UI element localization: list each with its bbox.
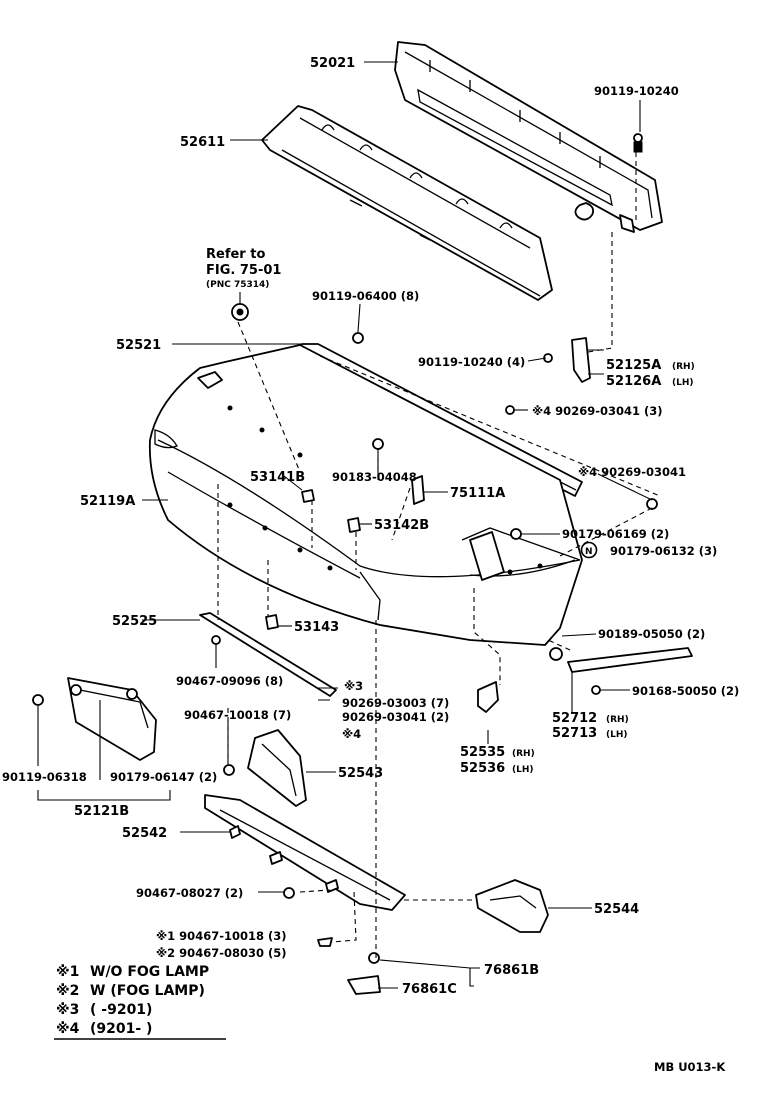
label-53143: 53143 (294, 620, 339, 635)
label-52611: 52611 (180, 135, 225, 150)
clip-76861b-icon (368, 952, 380, 964)
label-52126a-side: (LH) (672, 378, 694, 388)
label-52712: 52712 (552, 711, 597, 726)
legend-text-3: ( -9201) (90, 1002, 152, 1018)
bumper-cover-52119A (148, 344, 583, 646)
label-pnc-75314: (PNC 75314) (206, 280, 269, 290)
label-90269-03041-2-mark: ※4 (342, 727, 361, 741)
side-bracket (469, 531, 505, 581)
bracket-52543 (247, 729, 307, 807)
label-52125a-side: (RH) (672, 362, 695, 372)
label-52126a: 52126A (606, 374, 661, 389)
diagram-code: MB U013-K (654, 1060, 726, 1074)
label-90119-06318: 90119-06318 (2, 770, 87, 784)
label-90467-09096: 90467-09096 (8) (176, 674, 283, 688)
bracket-75111a-icon (411, 475, 425, 505)
legend: ※1 W/O FOG LAMP ※2 W (FOG LAMP) ※3 ( -92… (54, 964, 226, 1040)
clip-53141b-icon (301, 489, 315, 503)
label-90467-10018-3: ※1 90467-10018 (3) (156, 929, 287, 943)
label-90467-08030-5: ※2 90467-08030 (5) (156, 946, 287, 960)
label-90183-04048: 90183-04048 (332, 470, 417, 484)
cap-52544 (475, 879, 549, 933)
label-52021: 52021 (310, 56, 355, 71)
label-75111a: 75111A (450, 486, 505, 501)
label-52121b: 52121B (74, 804, 129, 819)
callout-labels: 52021 90119-10240 52611 Refer to FIG. 75… (2, 56, 739, 997)
leader-lines (37, 61, 653, 989)
label-refer-to: Refer to (206, 247, 265, 262)
plate-76861c (347, 975, 381, 995)
label-52536-side: (LH) (512, 765, 534, 775)
legend-mark-1: ※1 (56, 964, 79, 980)
label-52536: 52536 (460, 761, 505, 776)
label-53142b: 53142B (374, 518, 429, 533)
legend-mark-2: ※2 (56, 983, 79, 999)
label-90269-03003: 90269-03003 (7) (342, 696, 449, 710)
label-fig-75-01: FIG. 75-01 (206, 263, 281, 278)
nut-90189-icon (549, 647, 563, 661)
label-52535: 52535 (460, 745, 505, 760)
legend-text-4: (9201- ) (90, 1021, 152, 1037)
bracket-52121b (67, 677, 157, 761)
screw-90467-10018-icon (223, 764, 235, 776)
label-90168-50050: 90168-50050 (2) (632, 684, 739, 698)
label-90269-03041-b: ※4 90269-03041 (578, 465, 686, 479)
label-90179-06132: 90179-06132 (3) (610, 544, 717, 558)
label-90189-05050: 90189-05050 (2) (598, 627, 705, 641)
label-52119a: 52119A (80, 494, 135, 509)
label-90467-10018: 90467-10018 (7) (184, 708, 291, 722)
bracket-52125a (571, 337, 591, 383)
legend-text-2: W (FOG LAMP) (90, 983, 205, 999)
label-52713: 52713 (552, 726, 597, 741)
grommet-center-icon (236, 308, 244, 316)
reinforcement-52021 (394, 41, 663, 233)
absorber-52611 (261, 105, 553, 301)
screw-90467-08027-icon (283, 887, 295, 899)
label-52542: 52542 (122, 826, 167, 841)
label-53141b: 53141B (250, 470, 305, 485)
assembly-lines (217, 152, 661, 960)
stay-52712 (567, 647, 693, 673)
label-76861c: 76861C (402, 982, 457, 997)
label-52535-side: (RH) (512, 749, 535, 759)
label-90269-03003-mark: ※3 (344, 679, 363, 693)
spoiler-52542 (204, 794, 406, 911)
label-90119-10240-4: 90119-10240 (4) (418, 355, 525, 369)
clip-53142b-icon (347, 517, 361, 533)
label-90467-08027: 90467-08027 (2) (136, 886, 243, 900)
label-90179-06147: 90179-06147 (2) (110, 770, 217, 784)
label-n-mark: N (585, 547, 593, 557)
clip-90467-08030-icon (317, 937, 333, 947)
label-52125a: 52125A (606, 358, 661, 373)
bolt-90119-06318-icon (32, 694, 44, 706)
label-52713-side: (LH) (606, 730, 628, 740)
legend-mark-3: ※3 (56, 1002, 79, 1018)
label-52712-side: (RH) (606, 715, 629, 725)
legend-text-1: W/O FOG LAMP (90, 964, 209, 980)
label-52525: 52525 (112, 614, 157, 629)
label-90119-06400: 90119-06400 (8) (312, 289, 419, 303)
fasteners (211, 133, 658, 695)
label-52544: 52544 (594, 902, 639, 917)
legend-mark-4: ※4 (56, 1021, 80, 1037)
label-52521: 52521 (116, 338, 161, 353)
label-90269-03041-3: ※4 90269-03041 (3) (532, 404, 663, 418)
clip-53143-icon (265, 614, 279, 630)
bracket-52535 (477, 681, 499, 713)
label-90269-03041-2: 90269-03041 (2) (342, 710, 449, 724)
n-mark-icon (580, 541, 598, 559)
label-90179-06169: 90179-06169 (2) (562, 527, 669, 541)
label-76861b: 76861B (484, 963, 539, 978)
strip-52525 (199, 612, 337, 697)
label-52543: 52543 (338, 766, 383, 781)
label-90119-10240-top: 90119-10240 (594, 84, 679, 98)
